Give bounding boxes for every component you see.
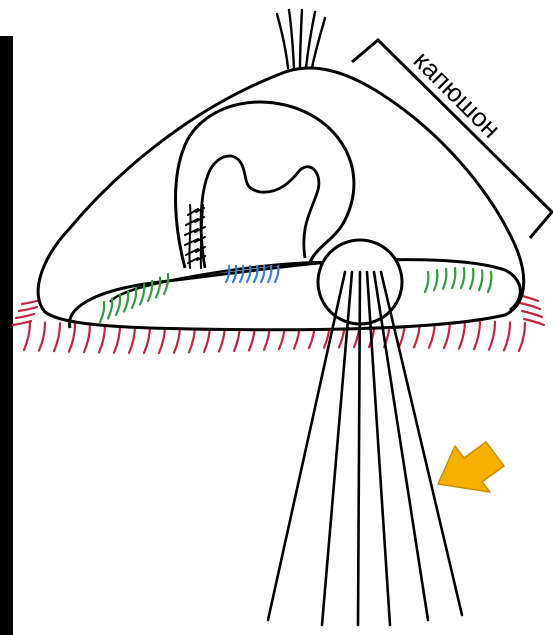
outer-cilium (520, 303, 540, 309)
outer-cilium (39, 323, 45, 351)
outer-cilium (84, 324, 90, 352)
outer-cilium (522, 311, 542, 317)
outer-cilium (504, 322, 510, 350)
outer-cilium (13, 321, 31, 325)
outer-cilium (129, 325, 135, 353)
outer-cilium (54, 323, 60, 351)
outer-cilium (19, 307, 37, 311)
outer-cilium (16, 314, 34, 318)
outer-cilium (22, 300, 40, 304)
outer-cilium (24, 322, 30, 350)
outer-cilium (489, 322, 495, 350)
outer-cilium (519, 323, 525, 351)
apical-tuft (277, 10, 325, 68)
outer-cilium (524, 319, 544, 325)
outer-cilium (459, 321, 465, 349)
arrow-pointing-left-down-icon (438, 442, 504, 492)
outer-cilium (114, 325, 120, 353)
outer-cilium (474, 321, 480, 349)
outer-cilium (99, 325, 105, 353)
